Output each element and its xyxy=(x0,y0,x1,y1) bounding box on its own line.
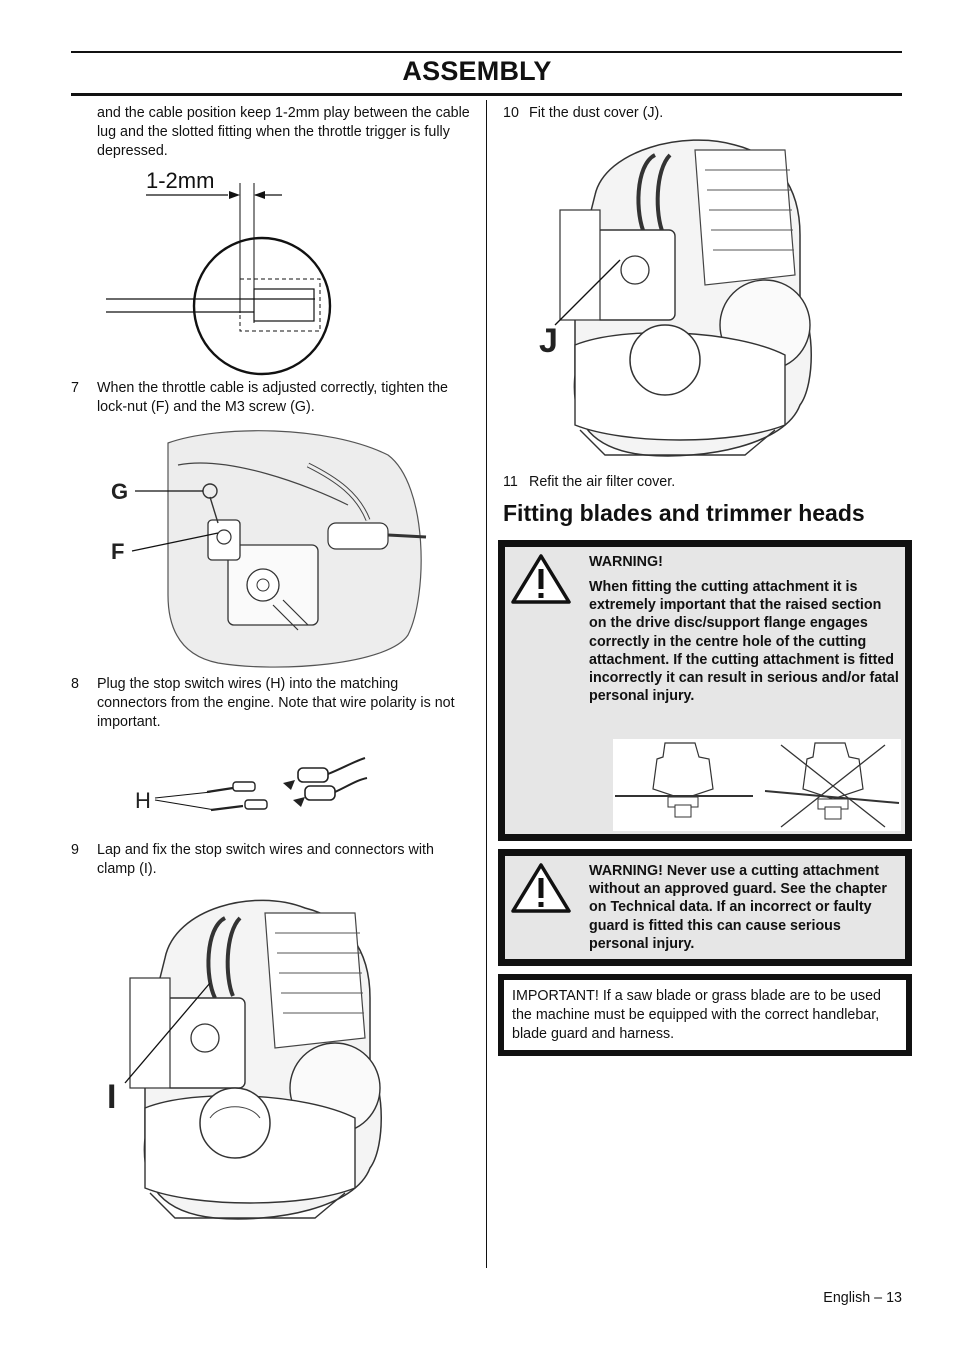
step9-text: Lap and fix the stop switch wires and co… xyxy=(97,842,434,877)
important-box xyxy=(498,974,912,1056)
label-i: I xyxy=(107,1078,116,1116)
carburettor-figure: G F xyxy=(111,430,427,668)
step11-text: Refit the air filter cover. xyxy=(529,474,676,490)
engine-figure-dust-cover: J xyxy=(539,139,812,457)
page-title: ASSEMBLY xyxy=(402,56,552,86)
step7-number: 7 xyxy=(71,380,79,396)
play-label: 1-2mm xyxy=(146,168,214,193)
label-h: H xyxy=(135,788,151,813)
important-text: IMPORTANT! If a saw blade or grass blade… xyxy=(512,988,881,1042)
label-g: G xyxy=(111,479,128,504)
step11-number: 11 xyxy=(503,474,518,490)
section-heading: Fitting blades and trimmer heads xyxy=(503,500,865,526)
step8-text: Plug the stop switch wires (H) into the … xyxy=(97,676,455,730)
header-top-rule xyxy=(71,51,902,53)
label-f: F xyxy=(111,539,124,564)
column-divider xyxy=(486,100,487,1268)
warning1-title: WARNING! xyxy=(589,554,663,570)
label-j: J xyxy=(539,322,558,360)
engine-figure-clamp: I xyxy=(107,899,382,1220)
warning-triangle-icon xyxy=(511,554,571,604)
step8-number: 8 xyxy=(71,676,79,692)
intro-text: and the cable position keep 1-2mm play b… xyxy=(97,105,470,159)
warning1-text: When fitting the cutting attachment it i… xyxy=(589,579,899,705)
step10-number: 10 xyxy=(503,105,519,121)
step10-text: Fit the dust cover (J). xyxy=(529,105,664,121)
step9-number: 9 xyxy=(71,842,79,858)
warning2-text: WARNING! Never use a cutting attachment … xyxy=(589,863,887,952)
cutting-attachment-figure xyxy=(613,739,901,831)
cable-play-diagram: 1-2mm xyxy=(106,168,332,376)
header-bottom-rule xyxy=(71,93,902,96)
stop-switch-wires-figure: H xyxy=(135,757,368,813)
step7-text: When the throttle cable is adjusted corr… xyxy=(97,380,448,415)
page-number: English – 13 xyxy=(823,1290,902,1306)
warning-triangle-icon xyxy=(511,863,571,913)
